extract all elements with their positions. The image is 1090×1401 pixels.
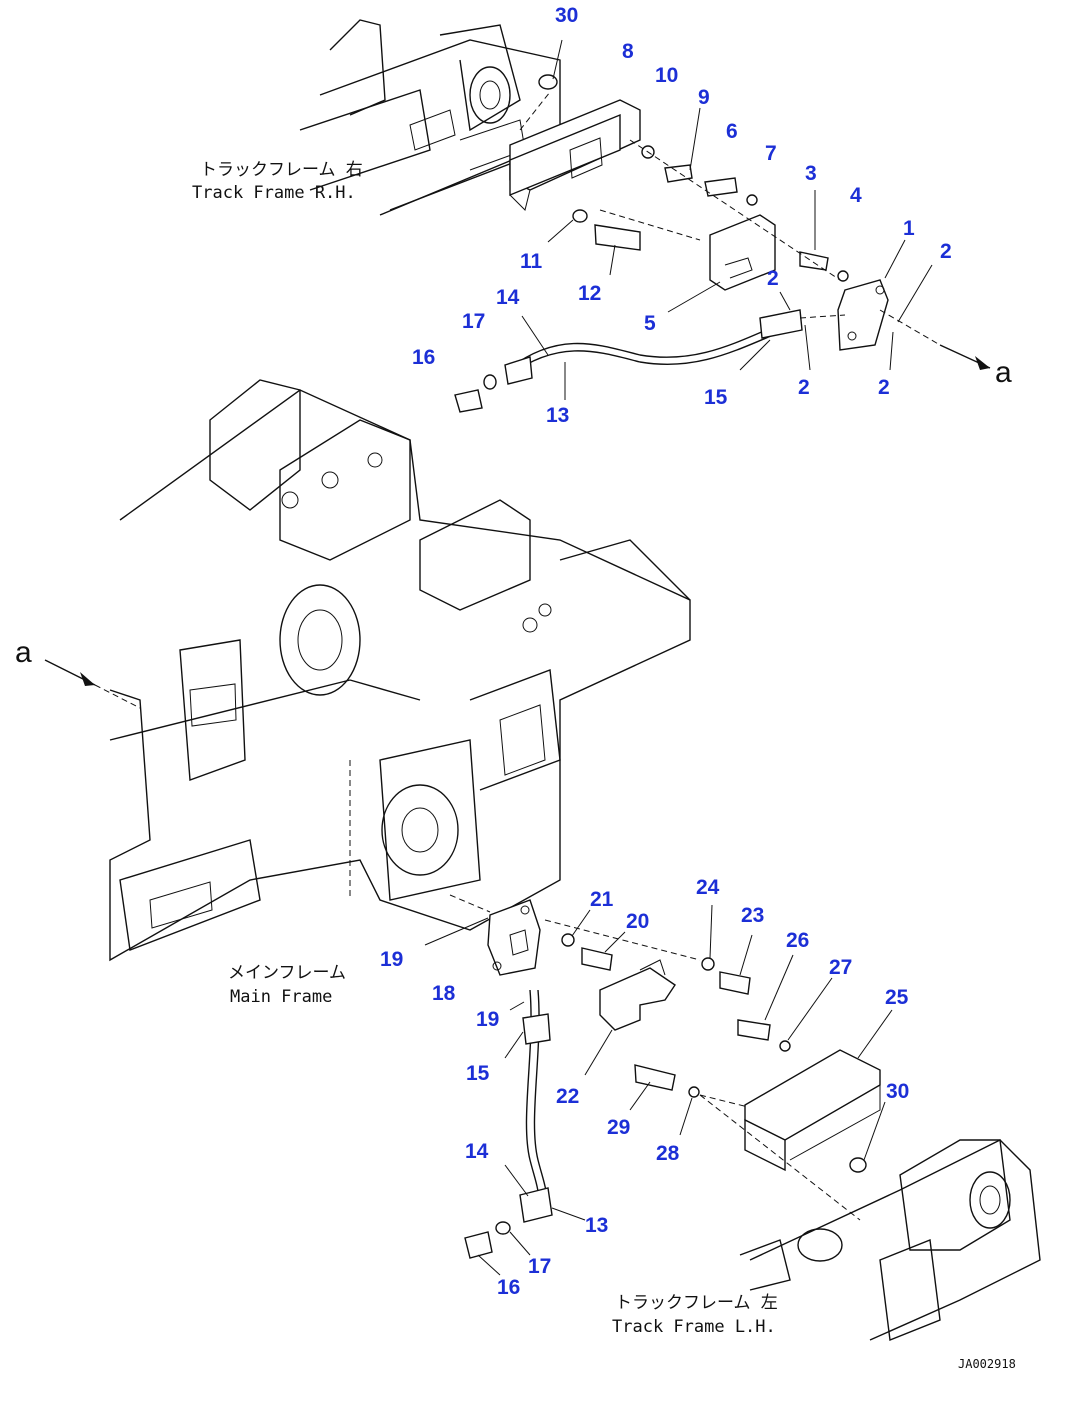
callout-2-c: 2	[798, 376, 810, 399]
callout-16-bottom: 16	[497, 1276, 520, 1299]
callout-13-bottom: 13	[585, 1214, 608, 1237]
callout-15-top: 15	[704, 386, 728, 409]
harness-bottom	[464, 989, 586, 1276]
callout-3: 3	[805, 162, 817, 185]
callout-6: 6	[726, 120, 738, 143]
callout-9: 9	[698, 86, 710, 109]
callout-25: 25	[885, 986, 909, 1009]
callout-18: 18	[432, 982, 456, 1005]
callout-16-top: 16	[412, 346, 435, 369]
callout-4: 4	[850, 184, 862, 207]
view-arrow-label-right: a	[995, 356, 1012, 389]
callout-15-bottom: 15	[466, 1062, 490, 1085]
callout-19-b: 19	[476, 1008, 499, 1031]
callout-26: 26	[786, 929, 809, 952]
callout-17-bottom: 17	[528, 1255, 551, 1278]
callout-24: 24	[696, 876, 720, 899]
track-frame-lh-jp-caption: トラックフレーム 左	[615, 1293, 778, 1313]
view-arrow-label-left: a	[15, 636, 32, 669]
track-frame-rh-en-caption: Track Frame R.H.	[192, 183, 356, 203]
top-fasteners	[547, 107, 758, 276]
bracket-22	[584, 959, 676, 1076]
callout-8: 8	[622, 40, 634, 63]
callout-30-top: 30	[555, 4, 578, 27]
callout-10: 10	[655, 64, 678, 87]
callout-2-d: 2	[878, 376, 890, 399]
sensor-plate-parts	[799, 190, 906, 351]
callout-2-a: 2	[940, 240, 952, 263]
track-frame-rh-jp-caption: トラックフレーム 右	[200, 160, 363, 180]
track-frame-lh-en-caption: Track Frame L.H.	[612, 1317, 776, 1337]
plate-18	[424, 894, 701, 976]
callout-1: 1	[903, 217, 915, 240]
main-frame-en-caption: Main Frame	[230, 987, 332, 1007]
callout-30-bottom: 30	[886, 1080, 909, 1103]
cover-part	[509, 99, 641, 211]
callout-23: 23	[741, 904, 764, 927]
callout-labels: 30 8 10 9 6 7 3 4 1 2 11 12 2 5 14 17 16…	[380, 4, 952, 1299]
view-arrow-left	[44, 659, 141, 709]
callout-20: 20	[626, 910, 649, 933]
callout-13-top: 13	[546, 404, 569, 427]
callout-28: 28	[656, 1142, 680, 1165]
cover-25	[744, 1009, 893, 1172]
main-frame-drawing	[109, 379, 691, 962]
bolt-30-top	[538, 39, 563, 90]
callout-12: 12	[578, 282, 601, 305]
callout-5: 5	[644, 312, 656, 335]
figure-code: JA002918	[958, 1357, 1016, 1371]
callout-7: 7	[765, 142, 777, 165]
lower-fasteners	[561, 904, 833, 1136]
callout-14-bottom: 14	[465, 1140, 489, 1163]
callout-19-a: 19	[380, 948, 403, 971]
callout-11: 11	[520, 250, 543, 273]
track-frame-lh-drawing	[699, 1094, 1041, 1341]
callout-21: 21	[590, 888, 614, 911]
callout-27: 27	[829, 956, 852, 979]
callout-22: 22	[556, 1085, 579, 1108]
track-frame-rh-drawing	[299, 19, 561, 216]
harness-top	[454, 264, 991, 413]
main-frame-jp-caption: メインフレーム	[228, 963, 346, 983]
callout-14-top: 14	[496, 286, 520, 309]
callout-2-b: 2	[767, 267, 779, 290]
callout-17-top: 17	[462, 310, 485, 333]
callout-29: 29	[607, 1116, 630, 1139]
assembly-lines-top	[519, 91, 846, 319]
bracket-5	[667, 214, 776, 313]
